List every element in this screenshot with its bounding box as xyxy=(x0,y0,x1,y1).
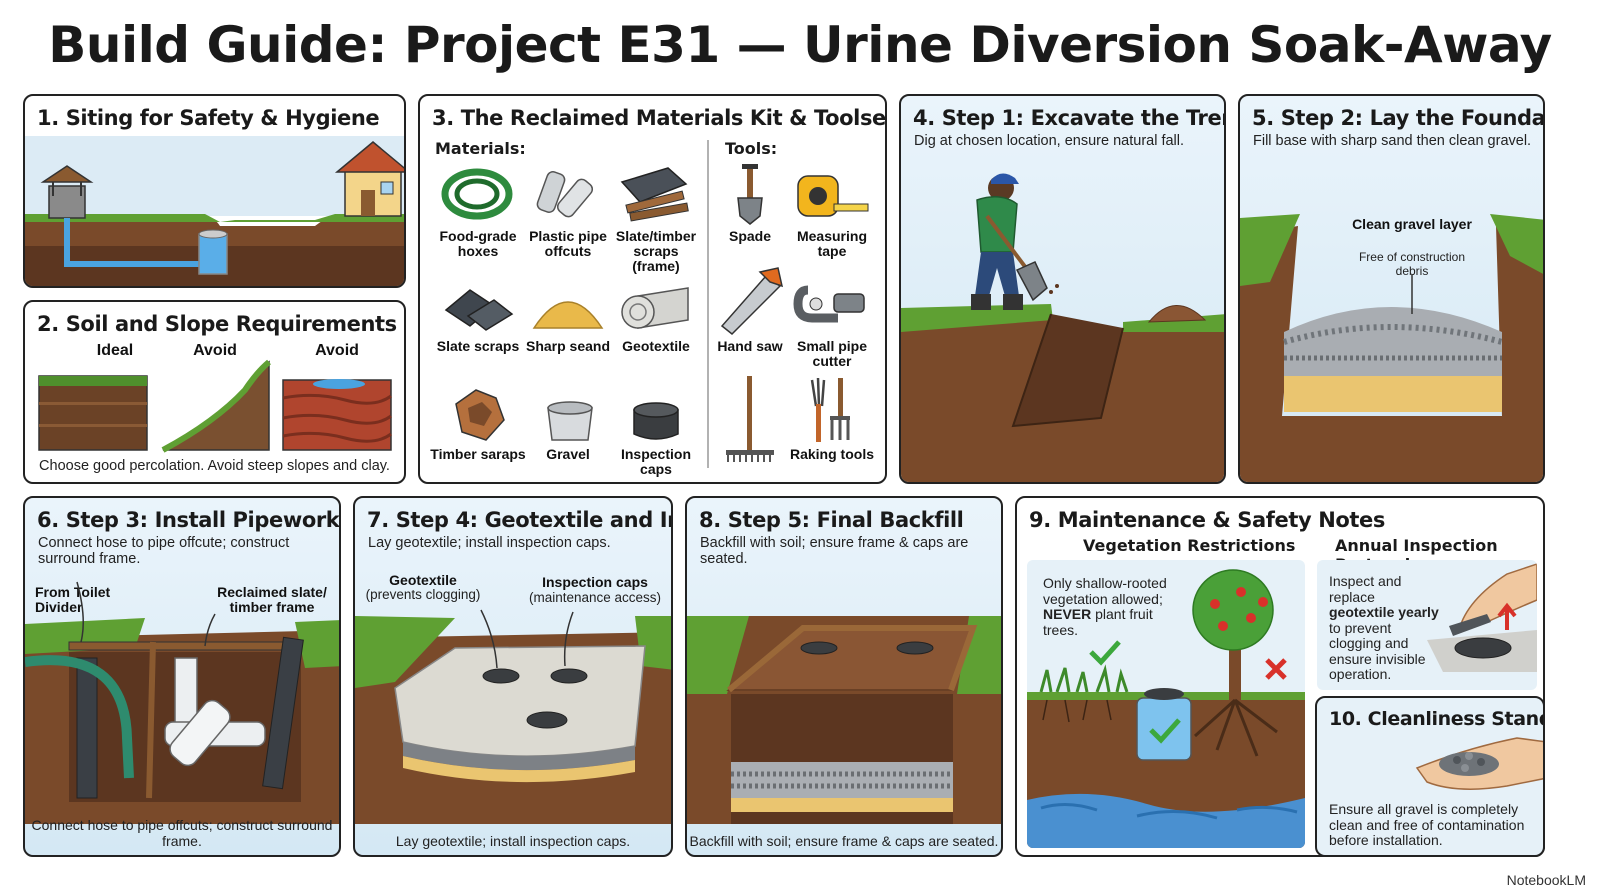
material-label: Plastic pipe offcuts xyxy=(529,228,607,259)
inspection-caps-note: (maintenance access) xyxy=(528,590,662,605)
panel-title: 9. Maintenance & Safety Notes xyxy=(1029,508,1385,532)
material-label: Slate/timber scraps (frame) xyxy=(615,228,697,274)
backfill-illustration xyxy=(687,616,1001,824)
panel-soil-slope: 2. Soil and Slope Requirements Ideal Avo… xyxy=(23,300,406,484)
soil-label-avoid-slope: Avoid xyxy=(193,342,237,359)
rake-icon xyxy=(726,376,774,462)
siting-illustration xyxy=(25,136,404,286)
brand-watermark: NotebookLM xyxy=(1506,872,1586,888)
raking-tools-icon xyxy=(810,377,850,442)
panel-title: 7. Step 4: Geotextile and Inspection Cap… xyxy=(367,508,671,532)
panel-title: 5. Step 2: Lay the Foundation xyxy=(1252,106,1545,130)
tool-label: Small pipe cutter xyxy=(796,338,868,369)
tool-label: Spade xyxy=(728,228,771,244)
cleanliness-text: Ensure all gravel is completely clean an… xyxy=(1329,801,1525,848)
inspection-illustration xyxy=(1427,563,1537,672)
sharp-sand-icon xyxy=(532,301,604,329)
panel-materials-tools: 3. The Reclaimed Materials Kit & Toolset… xyxy=(418,94,887,484)
pipe-offcuts-icon xyxy=(536,171,594,218)
hand-saw-icon xyxy=(720,267,784,336)
spade-icon xyxy=(737,164,763,225)
tool-label: Measuring tape xyxy=(796,228,867,259)
vegetation-text: Only shallow-rooted vegetation allowed; … xyxy=(1043,575,1167,638)
panel-subtitle: Connect hose to pipe offcute; construct … xyxy=(38,535,290,567)
material-label: Food-grade hoxes xyxy=(439,228,517,259)
panel-title: 8. Step 5: Final Backfill xyxy=(699,508,964,532)
panel-subtitle: Fill base with sharp sand then clean gra… xyxy=(1253,133,1532,149)
hose-icon xyxy=(441,168,513,220)
geotextile-label: Geotextile xyxy=(389,572,457,588)
panel-title: 4. Step 1: Excavate the Trench xyxy=(913,106,1224,130)
panel-pipework: 6. Step 3: Install Pipework and Frame Co… xyxy=(23,496,341,857)
inspection-text: Inspect and replace geotextile yearly to… xyxy=(1329,573,1439,682)
backfill-caption: Backfill with soil; ensure frame & caps … xyxy=(689,833,999,849)
material-label: Gravel xyxy=(546,446,590,462)
pipe-cutter-icon xyxy=(793,285,865,323)
soil-samples-illustration xyxy=(38,359,392,453)
panel-title: 6. Step 3: Install Pipework and Frame xyxy=(37,508,340,532)
panel-title: 1. Siting for Safety & Hygiene xyxy=(37,106,380,130)
panel-title: 2. Soil and Slope Requirements xyxy=(37,312,397,336)
measuring-tape-icon xyxy=(797,175,869,217)
geotextile-caption: Lay geotextile; install inspection caps. xyxy=(395,833,631,849)
foundation-illustration xyxy=(1240,214,1543,482)
panel-title: 3. The Reclaimed Materials Kit & Toolset xyxy=(432,106,887,130)
material-label: Sharp seand xyxy=(525,338,611,354)
gravel-tub-icon xyxy=(547,401,593,441)
panel-cleanliness: 10. Cleanliness Standards Ensure all gra… xyxy=(1315,696,1545,857)
gravel-layer-note: Free of construction debris xyxy=(1358,250,1466,278)
panel-excavate: 4. Step 1: Excavate the Trench Dig at ch… xyxy=(899,94,1226,484)
soil-label-avoid-clay: Avoid xyxy=(315,342,359,359)
inspection-caps-label: Inspection caps xyxy=(542,574,648,590)
panel-subtitle: Lay geotextile; install inspection caps. xyxy=(368,535,611,551)
inspection-cap-icon xyxy=(633,402,679,440)
soil-caption: Choose good percolation. Avoid steep slo… xyxy=(39,458,390,474)
slate-timber-frame-icon xyxy=(620,167,689,222)
materials-heading: Materials: xyxy=(435,139,526,158)
panel-foundation: 5. Step 2: Lay the Foundation Fill base … xyxy=(1238,94,1545,484)
material-label: Geotextile xyxy=(622,338,690,354)
pipework-caption: Connect hose to pipe offcuts; construct … xyxy=(31,817,333,849)
vegetation-illustration xyxy=(1027,569,1305,848)
excavation-illustration xyxy=(901,173,1224,482)
never-emphasis: NEVER xyxy=(1043,606,1092,622)
panel-subtitle: Dig at chosen location, ensure natural f… xyxy=(914,133,1185,149)
geotextile-roll-icon xyxy=(621,287,689,329)
tools-heading: Tools: xyxy=(725,139,778,158)
gravel-hand-illustration xyxy=(1415,737,1543,790)
frame-label: Reclaimed slate/ timber frame xyxy=(217,584,327,615)
material-label: Timber saraps xyxy=(430,446,526,462)
timber-scraps-icon xyxy=(455,389,505,441)
panel-title: 10. Cleanliness Standards xyxy=(1329,708,1543,730)
panel-subtitle: Backfill with soil; ensure frame & caps … xyxy=(700,535,969,567)
geotextile-yearly-emphasis: geotextile yearly xyxy=(1329,604,1439,620)
geotextile-illustration xyxy=(355,609,671,824)
soil-label-ideal: Ideal xyxy=(96,342,134,359)
toilet-divider-label: From Toilet Divider xyxy=(35,584,111,615)
material-label: Slate scraps xyxy=(436,338,520,354)
inspection-box: Inspect and replace geotextile yearly to… xyxy=(1317,560,1537,690)
panel-siting: 1. Siting for Safety & Hygiene xyxy=(23,94,406,288)
panel-maintenance: 9. Maintenance & Safety Notes Vegetation… xyxy=(1015,496,1545,857)
material-label: Inspection caps xyxy=(620,446,691,477)
slate-scraps-icon xyxy=(444,289,514,331)
gravel-layer-label: Clean gravel layer xyxy=(1352,216,1472,232)
tool-label: Raking tools xyxy=(789,446,874,462)
vegetation-heading: Vegetation Restrictions xyxy=(1083,536,1296,555)
kit-divider xyxy=(707,140,709,468)
geotextile-note: (prevents clogging) xyxy=(365,587,481,602)
vegetation-box: Only shallow-rooted vegetation allowed; … xyxy=(1027,560,1305,848)
pipework-illustration xyxy=(25,581,339,824)
panel-backfill: 8. Step 5: Final Backfill Backfill with … xyxy=(685,496,1003,857)
page-title: Build Guide: Project E31 — Urine Diversi… xyxy=(48,16,1552,74)
tool-label: Hand saw xyxy=(717,338,783,354)
panel-geotextile: 7. Step 4: Geotextile and Inspection Cap… xyxy=(353,496,673,857)
